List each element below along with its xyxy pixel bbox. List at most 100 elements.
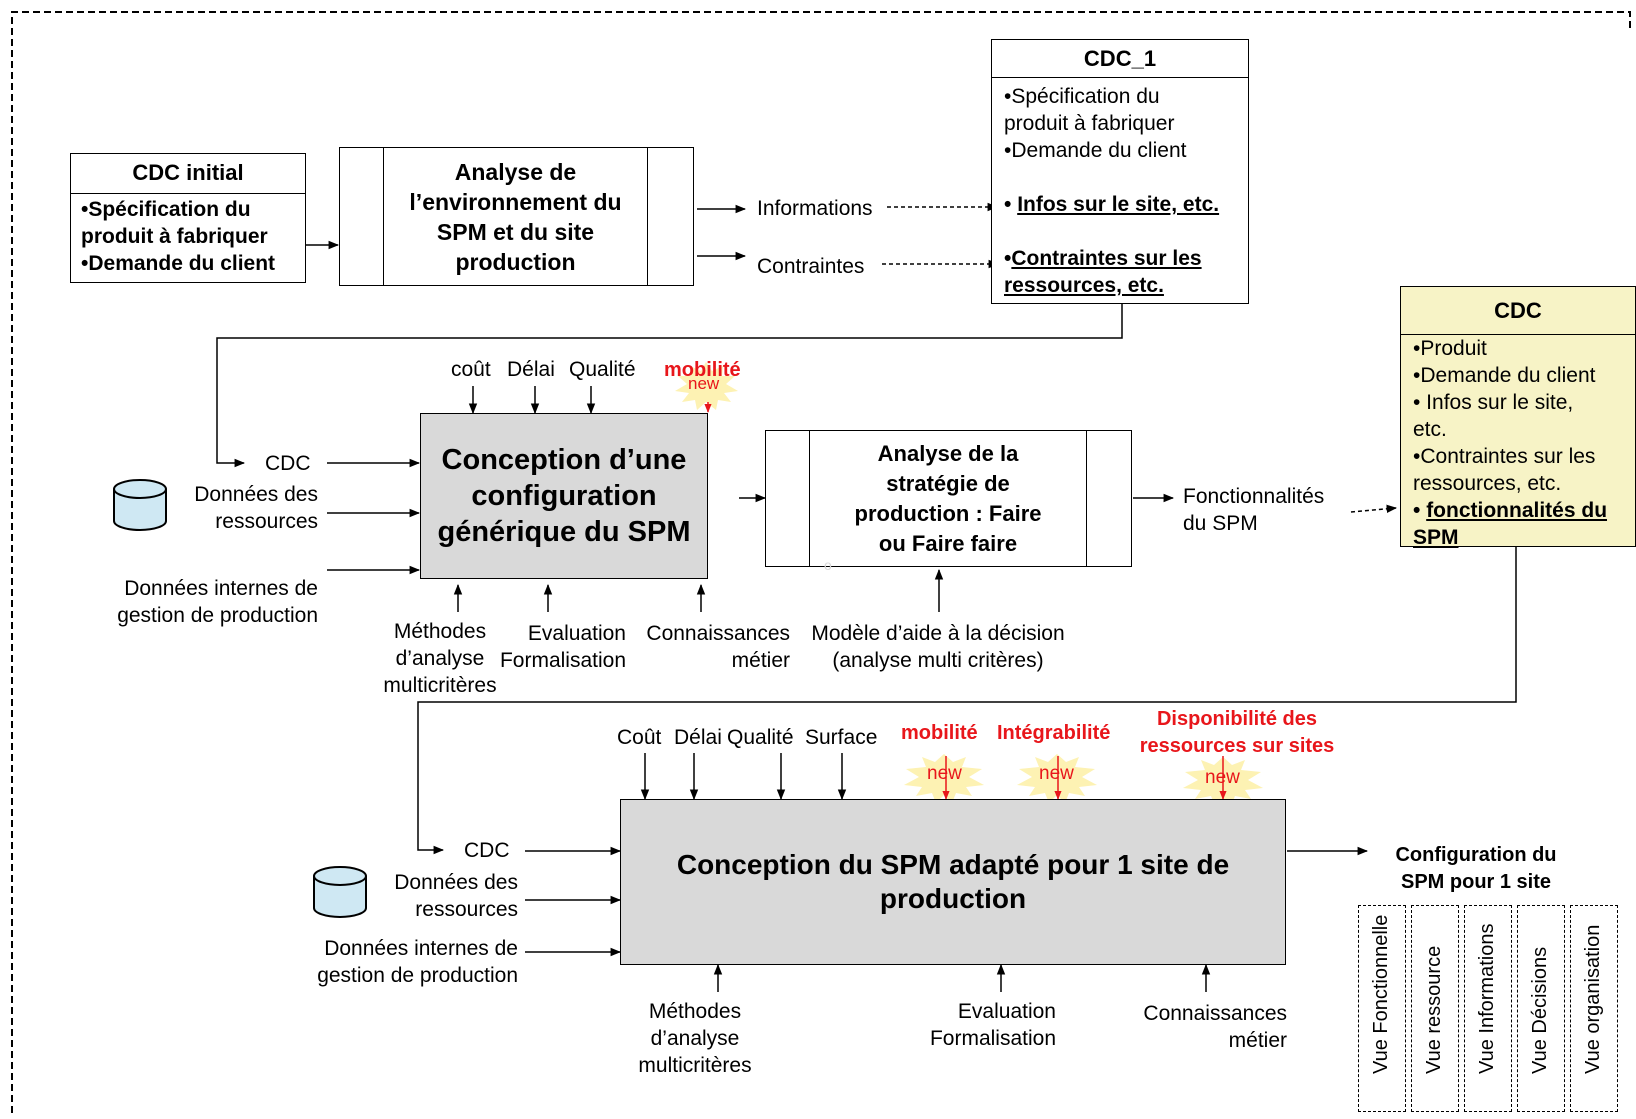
cdc1-infos: Infos sur le site, etc. bbox=[1017, 193, 1220, 216]
analyse-env-line: l’environnement du bbox=[409, 188, 622, 215]
mech-evaluation-line: Formalisation bbox=[499, 649, 626, 672]
conception-site-line: production bbox=[879, 883, 1027, 914]
input-donnees-ressources-line: Données des bbox=[394, 871, 518, 894]
outer-frame bbox=[11, 11, 1631, 1113]
control-disponibilite-line: Disponibilité des bbox=[1156, 708, 1318, 730]
fonctionnalites-label: Fonctionnalités du SPM bbox=[1183, 483, 1324, 537]
mech-methodes-line: multicritères bbox=[638, 1054, 752, 1077]
cdc-initial-item: •Demande du client bbox=[81, 252, 276, 275]
cdc-initial-box: CDC initial •Spécification du produit à … bbox=[70, 153, 306, 283]
analyse-strategie-box: Analyse de la stratégie de production : … bbox=[765, 430, 1132, 567]
analyse-env-line: SPM et du site bbox=[436, 218, 595, 245]
stray-mark: o bbox=[824, 557, 832, 573]
mech-modele: Modèle d’aide à la décision (analyse mul… bbox=[797, 620, 1079, 674]
output-configuration: Configuration du SPM pour 1 site bbox=[1376, 842, 1576, 896]
cdc-fonctionnalites-2: SPM bbox=[1413, 526, 1459, 549]
flow-cdc1-to-cdc bbox=[216, 304, 1123, 468]
cdc1-item: produit à fabriquer bbox=[1004, 112, 1175, 135]
flow-cdc-to-block2 bbox=[417, 546, 1517, 855]
cdc-box: CDC •Produit •Demande du client • Infos … bbox=[1400, 286, 1636, 549]
conception-generique-line: configuration bbox=[471, 480, 657, 512]
control-disponibilite-line: ressources sur sites bbox=[1139, 735, 1335, 757]
new-label: new bbox=[688, 374, 720, 393]
mech-methodes-1: Méthodes d’analyse multicritères bbox=[355, 618, 525, 699]
new-label: new bbox=[1039, 763, 1074, 784]
input-donnees-internes-line: gestion de production bbox=[117, 604, 318, 627]
analyse-env-line: Analyse de bbox=[454, 158, 577, 185]
cdc1-title: CDC_1 bbox=[992, 40, 1248, 78]
mech-methodes-line: Méthodes bbox=[648, 1000, 742, 1023]
mech-evaluation-1: Evaluation Formalisation bbox=[480, 620, 626, 674]
input-cdc-1: CDC bbox=[265, 452, 311, 475]
vue-ressource: Vue ressource bbox=[1411, 905, 1459, 1112]
control-surface-2: Surface bbox=[805, 726, 878, 749]
input-donnees-ressources-line: ressources bbox=[215, 510, 318, 533]
mech-connaissances-line: Connaissances bbox=[646, 622, 790, 645]
cdc-fonctionnalites: fonctionnalités du bbox=[1426, 499, 1608, 522]
control-cout: coût bbox=[451, 358, 491, 381]
control-delai-2: Délai bbox=[674, 726, 722, 749]
input-donnees-internes-line: Données internes de bbox=[124, 577, 318, 600]
mech-methodes-line: d’analyse bbox=[650, 1027, 740, 1050]
conception-site-line: Conception du SPM adapté pour 1 site de bbox=[676, 849, 1230, 880]
control-cout-2: Coût bbox=[617, 726, 662, 749]
mech-evaluation-line: Evaluation bbox=[957, 1000, 1056, 1023]
mech-methodes-line: d’analyse bbox=[395, 647, 485, 670]
input-donnees-ressources-1: Données des ressources bbox=[174, 481, 318, 535]
cdc1-contraintes: Contraintes sur les bbox=[1011, 247, 1202, 270]
cdc-item: etc. bbox=[1413, 418, 1447, 441]
cdc1-item: •Demande du client bbox=[1004, 139, 1187, 162]
cdc-initial-item: produit à fabriquer bbox=[81, 225, 268, 248]
cdc-initial-item: •Spécification du bbox=[81, 198, 251, 221]
new-burst-1 bbox=[675, 362, 738, 410]
new-label: new bbox=[1205, 767, 1240, 788]
output-configuration-line: Configuration du bbox=[1395, 844, 1557, 866]
mech-methodes-line: Méthodes bbox=[393, 620, 487, 643]
vue-fonctionnelle: Vue Fonctionnelle bbox=[1358, 905, 1406, 1112]
cdc-item: ressources, etc. bbox=[1413, 472, 1562, 495]
fonctionnalites-line: Fonctionnalités bbox=[1183, 485, 1325, 508]
cdc-last-bullet: • bbox=[1413, 499, 1427, 522]
conception-generique-line: Conception d’une bbox=[441, 444, 687, 476]
cdc1-infos-bullet: • bbox=[1004, 193, 1018, 216]
mech-modele-line: (analyse multi critères) bbox=[832, 649, 1044, 672]
control-disponibilite-2: Disponibilité des ressources sur sites bbox=[1126, 706, 1348, 760]
mech-modele-line: Modèle d’aide à la décision bbox=[811, 622, 1065, 645]
input-donnees-ressources-line: Données des bbox=[194, 483, 318, 506]
analyse-env-line: production bbox=[455, 248, 576, 275]
vue-label: Vue Décisions bbox=[1529, 946, 1551, 1074]
mech-evaluation-2: Evaluation Formalisation bbox=[910, 998, 1056, 1052]
mech-methodes-line: multicritères bbox=[383, 674, 497, 697]
cdc-item: • Infos sur le site, bbox=[1413, 391, 1574, 414]
input-donnees-internes-line: gestion de production bbox=[317, 964, 518, 987]
cdc-item: •Contraintes sur les bbox=[1413, 445, 1596, 468]
control-integrabilite-2: Intégrabilité bbox=[997, 722, 1111, 744]
mech-connaissances-1: Connaissances métier bbox=[630, 620, 790, 674]
cdc1-contraintes-2: ressources, etc. bbox=[1004, 274, 1164, 297]
database-icon bbox=[113, 479, 167, 531]
input-donnees-internes-1: Données internes de gestion de productio… bbox=[88, 575, 318, 629]
vue-label: Vue Fonctionnelle bbox=[1370, 914, 1392, 1074]
analyse-strategie-line: production : Faire bbox=[854, 500, 1042, 526]
cdc1-box: CDC_1 •Spécification du produit à fabriq… bbox=[991, 39, 1249, 304]
mech-connaissances-2: Connaissances métier bbox=[1120, 1000, 1287, 1054]
new-label: new bbox=[927, 763, 962, 784]
dashed-fonctionnalites bbox=[1350, 504, 1398, 514]
mech-connaissances-line: Connaissances bbox=[1143, 1002, 1287, 1025]
analyse-environnement-box: Analyse de l’environnement du SPM et du … bbox=[339, 147, 694, 286]
conception-site-box: Conception du SPM adapté pour 1 site de … bbox=[620, 799, 1286, 965]
vue-label: Vue Informations bbox=[1476, 923, 1498, 1074]
analyse-strategie-line: ou Faire faire bbox=[878, 530, 1018, 556]
cdc1-contr-bullet: • bbox=[1004, 247, 1012, 270]
conception-generique-line: générique du SPM bbox=[437, 516, 691, 548]
control-mobilite-2: mobilité bbox=[901, 722, 978, 744]
output-configuration-line: SPM pour 1 site bbox=[1400, 871, 1552, 893]
analyse-strategie-line: stratégie de bbox=[886, 470, 1010, 496]
mech-connaissances-line: métier bbox=[1228, 1029, 1287, 1052]
cdc-item: •Demande du client bbox=[1413, 364, 1596, 387]
input-donnees-ressources-line: ressources bbox=[415, 898, 518, 921]
vue-organisation: Vue organisation bbox=[1570, 905, 1618, 1112]
input-cdc-2: CDC bbox=[464, 839, 510, 862]
input-donnees-ressources-2: Données des ressources bbox=[370, 869, 518, 923]
